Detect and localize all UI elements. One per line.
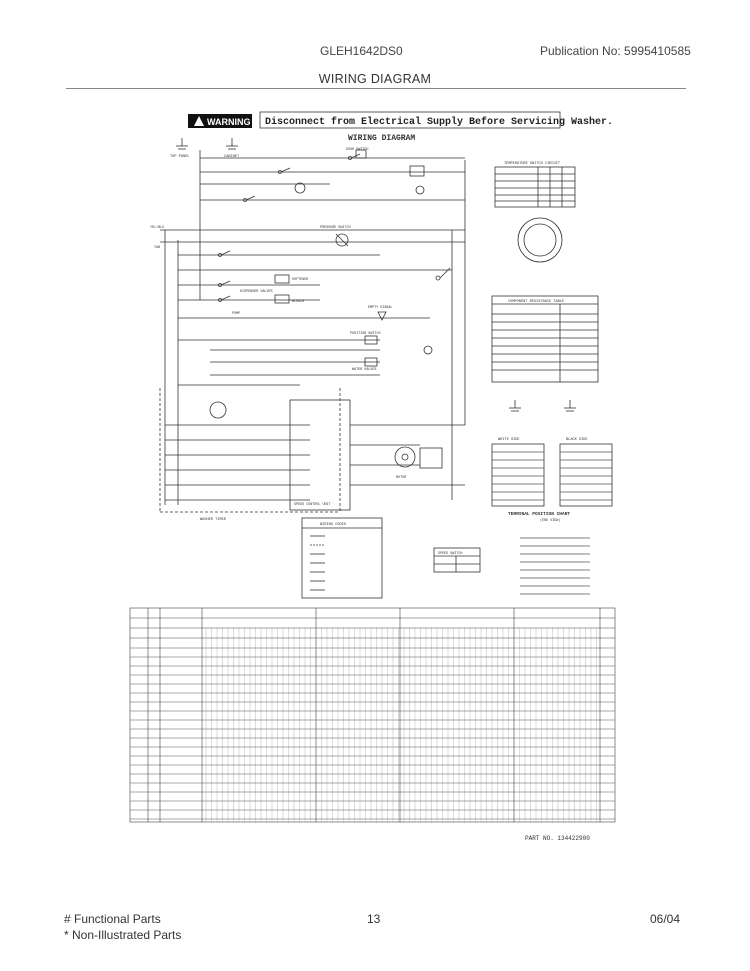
label-washer-timer: WASHER TIMER [200, 518, 227, 522]
label-motor: MOTOR [396, 476, 406, 480]
drain-pump-icon [423, 345, 433, 355]
functional-parts-note: # Functional Parts [64, 912, 161, 926]
empty-signal-icon [377, 311, 387, 321]
timer-motor-icon [209, 401, 227, 419]
timer-sequence-chart [129, 607, 616, 823]
wiring-diagram: WARNING Disconnect from Electrical Suppl… [129, 111, 616, 842]
warning-label: WARNING [207, 117, 251, 127]
temp-table-title: TEMPERATURE SWITCH CIRCUIT [504, 162, 561, 166]
page-number: 13 [367, 912, 381, 926]
label-left-wire-3: PUMP [232, 312, 240, 316]
motor-protector-box [419, 447, 443, 469]
non-illustrated-parts-note: * Non-Illustrated Parts [64, 928, 182, 942]
inner-diagram-title: WIRING DIAGRAM [348, 134, 415, 143]
label-dispenser-valves: DISPENSER VALVES [240, 290, 273, 294]
terminal-right-label: BLACK SIDE [566, 438, 588, 442]
pressure-switch-icon [335, 233, 349, 247]
model-number: GLEH1642DS0 [320, 44, 403, 58]
page-title: WIRING DIAGRAM [318, 72, 432, 86]
status-light-icon [415, 185, 425, 195]
terminal-chart-title: TERMINAL POSITION CHART [508, 511, 570, 517]
part-number: PART NO. 134422900 [525, 835, 590, 842]
schematic: TOP PANEL CABINET [150, 138, 466, 522]
wiring-codes-legend: WIRING CODES [301, 517, 383, 599]
water-valve-icon [364, 335, 378, 367]
ground-symbol-icon [509, 400, 576, 412]
softener-valve-icon [274, 274, 290, 304]
door-lock-icon [409, 165, 425, 177]
publication-date: 06/04 [650, 912, 681, 926]
header-divider [66, 88, 686, 89]
label-pressure-switch: PRESSURE SWITCH [320, 226, 351, 230]
terminal-position-chart: WHITE SIDE BLACK SIDE TERMINAL POSITION … [491, 438, 613, 523]
terminal-chart-subtitle: (END VIEW) [540, 518, 560, 523]
label-empty-signal: EMPTY SIGNAL [368, 306, 392, 310]
ground-symbol-icon [176, 138, 238, 150]
label-speed-control-unit: SPEED CONTROL UNIT [294, 503, 331, 507]
label-position-switch: POSITION SWITCH [350, 332, 381, 336]
label-left-wire-1: YEL/BLU [150, 225, 164, 230]
label-top-panel: TOP PANEL [170, 155, 189, 159]
motor-icon [394, 446, 416, 468]
label-left-wire-2: TAN [154, 246, 160, 250]
label-softener: SOFTENER [292, 278, 308, 282]
dispenser-damper-icon [355, 149, 367, 159]
resistance-table-title: COMPONENT RESISTANCE TABLE [508, 300, 564, 304]
water-fill-dial-icon [517, 217, 563, 263]
warning-banner: WARNING Disconnect from Electrical Suppl… [188, 111, 613, 129]
label-water-valves: WATER VALVES [352, 368, 376, 372]
position-switch-icon [435, 267, 451, 281]
wiring-codes-title: WIRING CODES [320, 523, 346, 527]
timer-sequence-rows [130, 647, 615, 820]
speed-switch-title: SPEED SWITCH [438, 552, 462, 556]
warning-text: Disconnect from Electrical Supply Before… [265, 116, 613, 128]
label-door-switch: DOOR SWITCH [346, 148, 368, 152]
timer-sequence-columns [205, 628, 597, 822]
warning-icon [194, 116, 204, 126]
label-cabinet: CABINET [224, 155, 240, 159]
temperature-switch-table: TEMPERATURE SWITCH CIRCUIT [494, 162, 576, 208]
terminal-left-label: WHITE SIDE [498, 438, 520, 442]
speed-control-unit-box [289, 399, 351, 511]
fill-motor-icon [294, 182, 306, 194]
component-resistance-table: COMPONENT RESISTANCE TABLE [491, 295, 599, 383]
publication-number: Publication No: 5995410585 [540, 44, 691, 58]
speed-switch-table: SPEED SWITCH [433, 547, 481, 573]
label-bleach: BLEACH [292, 300, 304, 304]
